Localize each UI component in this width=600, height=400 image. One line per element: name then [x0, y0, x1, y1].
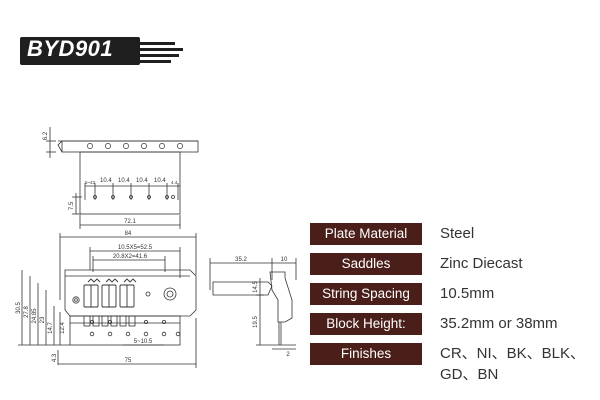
dim-top-s2: 10.4 — [100, 178, 112, 184]
dim-front-spacing2: 20.8X2=41.6 — [113, 254, 148, 260]
dim-front-h4: 23 — [40, 316, 46, 323]
dim-side-h1: 14.5 — [253, 281, 259, 293]
dim-top-s5: 10.4 — [154, 178, 166, 184]
front-view — [18, 233, 197, 368]
dim-side-top2: 10 — [281, 257, 288, 263]
dim-top-width: 72.1 — [124, 219, 136, 225]
dim-top-s6: 4.4 — [171, 180, 178, 185]
dim-top-thickness: 6.2 — [43, 131, 49, 140]
dim-side-bottom: 2 — [286, 352, 290, 358]
dim-front-h7: 4.3 — [52, 353, 58, 362]
top-view — [46, 127, 199, 229]
title-badge — [20, 37, 140, 65]
spec-row-string-spacing: String Spacing 10.5mm — [310, 283, 600, 305]
dim-top-s3: 10.4 — [118, 178, 130, 184]
spec-label: Saddles — [310, 253, 422, 275]
spec-label: Block Height: — [310, 313, 422, 335]
dim-top-height: 7.5 — [69, 201, 75, 210]
spec-row-block-height: Block Height: 35.2mm or 38mm — [310, 313, 600, 335]
dim-front-overall: 84 — [125, 231, 132, 237]
spec-label: String Spacing — [310, 283, 422, 305]
dim-side-h2: 19.5 — [253, 316, 259, 328]
spec-row-saddles: Saddles Zinc Diecast — [310, 253, 600, 275]
spec-value: 10.5mm — [440, 285, 495, 302]
dim-front-spacing5: 10.5X5=52.5 — [118, 245, 153, 251]
spec-value: Zinc Diecast — [440, 255, 523, 272]
spec-label: Plate Material — [310, 223, 422, 245]
spec-label: Finishes — [310, 343, 422, 365]
dim-top-s4: 10.4 — [136, 178, 148, 184]
dim-front-h3: 24.85 — [32, 308, 38, 324]
dim-front-h2: 27.8 — [24, 306, 30, 318]
title-stripes-decoration — [135, 42, 183, 63]
dim-front-bottom2: 75 — [125, 358, 132, 364]
dim-front-h5: 14.7 — [48, 322, 54, 334]
spec-value: Steel — [440, 225, 475, 242]
spec-value: 35.2mm or 38mm — [440, 315, 558, 332]
spec-row-plate-material: Plate Material Steel — [310, 223, 600, 245]
dim-front-h1: 30.5 — [16, 302, 22, 314]
side-view — [209, 258, 297, 350]
dim-side-top1: 35.2 — [235, 257, 247, 263]
dim-top-spacing1: 5~43 — [85, 180, 96, 185]
dim-front-h6: 12.4 — [60, 322, 66, 334]
spec-value: CR、NI、BK、BLK、 GD、BN — [440, 345, 586, 383]
spec-row-finishes: Finishes CR、NI、BK、BLK、 GD、BN — [310, 343, 600, 387]
model-title: BYD901 — [27, 36, 114, 61]
dim-front-bottom1: 5~10.5 — [134, 339, 153, 345]
